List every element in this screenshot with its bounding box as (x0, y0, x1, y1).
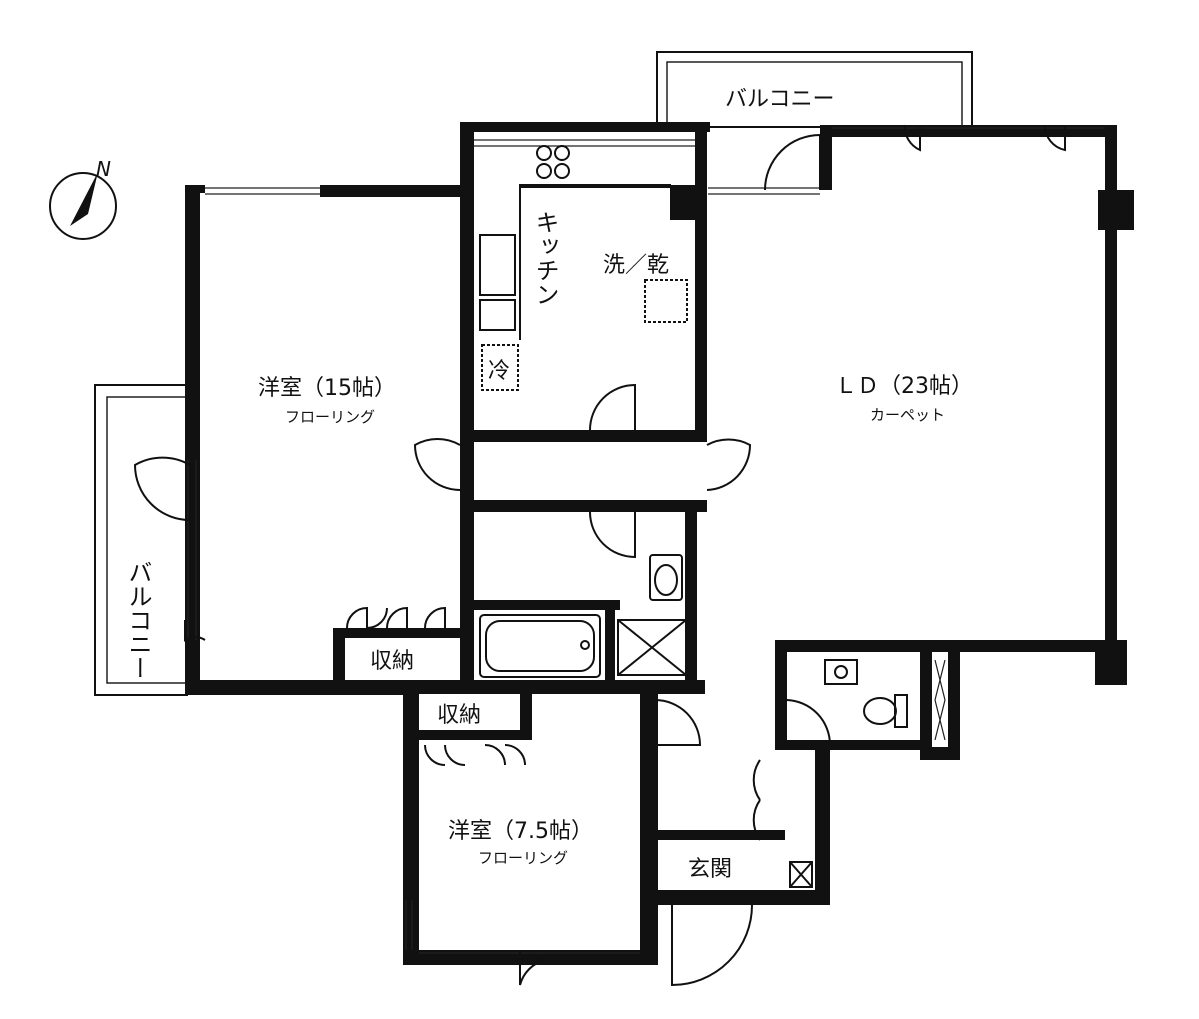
toilet-basin-icon (824, 659, 858, 685)
room-western-75-name: 洋室（7.5帖） (448, 819, 593, 844)
washer-icon (644, 279, 688, 323)
storage-1-label: 収納 (370, 649, 414, 674)
north-arrow-icon: N (49, 157, 117, 240)
room-ld-name: ＬＤ（23帖） (835, 374, 973, 399)
kitchen-counter (479, 184, 671, 340)
north-label: N (96, 157, 111, 181)
balcony-left-label: バルコニー (124, 560, 152, 680)
room-ld-floor: カーペット (870, 406, 945, 424)
laundry-label: 洗／乾 (603, 253, 669, 278)
svg-text:バルコニー: バルコニー (124, 560, 152, 680)
balcony-top (656, 51, 973, 128)
fridge-icon: 冷 (481, 344, 519, 391)
shaft-icon (617, 619, 687, 676)
bathtub-icon (479, 614, 601, 678)
doors (133, 124, 1066, 987)
toilet-icon (863, 694, 908, 728)
kitchen-label: キッチン (531, 210, 559, 306)
room-western-75-floor: フローリング (478, 849, 568, 867)
meter-box-icon (789, 861, 813, 888)
sink-icon (649, 554, 683, 601)
fridge-label: 冷 (488, 359, 510, 384)
entrance-label: 玄関 (688, 857, 732, 882)
walls (185, 122, 1134, 965)
stove-icon (536, 145, 570, 179)
room-western-15-name: 洋室（15帖） (258, 376, 396, 401)
room-western-15-floor: フローリング (285, 408, 375, 426)
svg-text:キッチン: キッチン (531, 210, 559, 306)
windows (187, 127, 1105, 954)
balcony-top-label: バルコニー (725, 87, 835, 112)
storage-2-label: 収納 (437, 703, 481, 728)
